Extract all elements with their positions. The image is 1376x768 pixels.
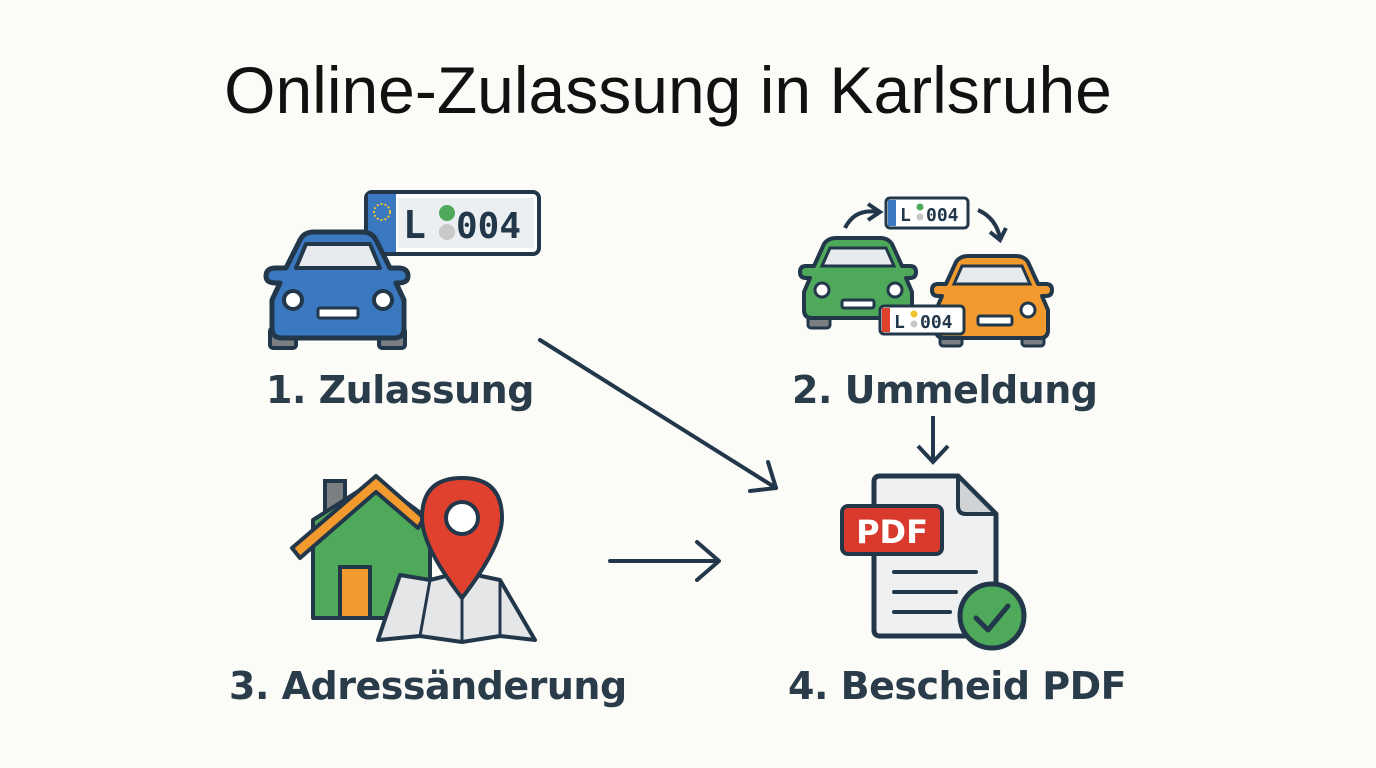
svg-text:004: 004 xyxy=(926,205,959,226)
svg-text:L: L xyxy=(900,205,911,226)
house-map-pin-icon xyxy=(290,474,537,644)
svg-text:004: 004 xyxy=(456,206,521,247)
svg-text:004: 004 xyxy=(920,312,953,333)
svg-text:L: L xyxy=(894,312,905,333)
car-with-plate-icon: L 004 xyxy=(263,190,541,350)
step-label-bescheid-pdf: 4. Bescheid PDF xyxy=(788,664,1127,708)
pdf-document-icon: PDF xyxy=(840,416,1027,651)
step-label-ummeldung: 2. Ummeldung xyxy=(792,368,1098,412)
plate-text: L xyxy=(403,203,426,247)
page-title: Online-Zulassung in Karlsruhe xyxy=(224,53,1112,127)
step-label-zulassung: 1. Zulassung xyxy=(266,368,534,412)
car-swap-icon: L 004 L 004 xyxy=(798,196,1054,348)
step-label-adressaenderung: 3. Adressänderung xyxy=(229,664,627,708)
pdf-badge: PDF xyxy=(856,513,928,551)
arrow-icon xyxy=(538,338,778,490)
flow-arrows xyxy=(538,338,778,582)
